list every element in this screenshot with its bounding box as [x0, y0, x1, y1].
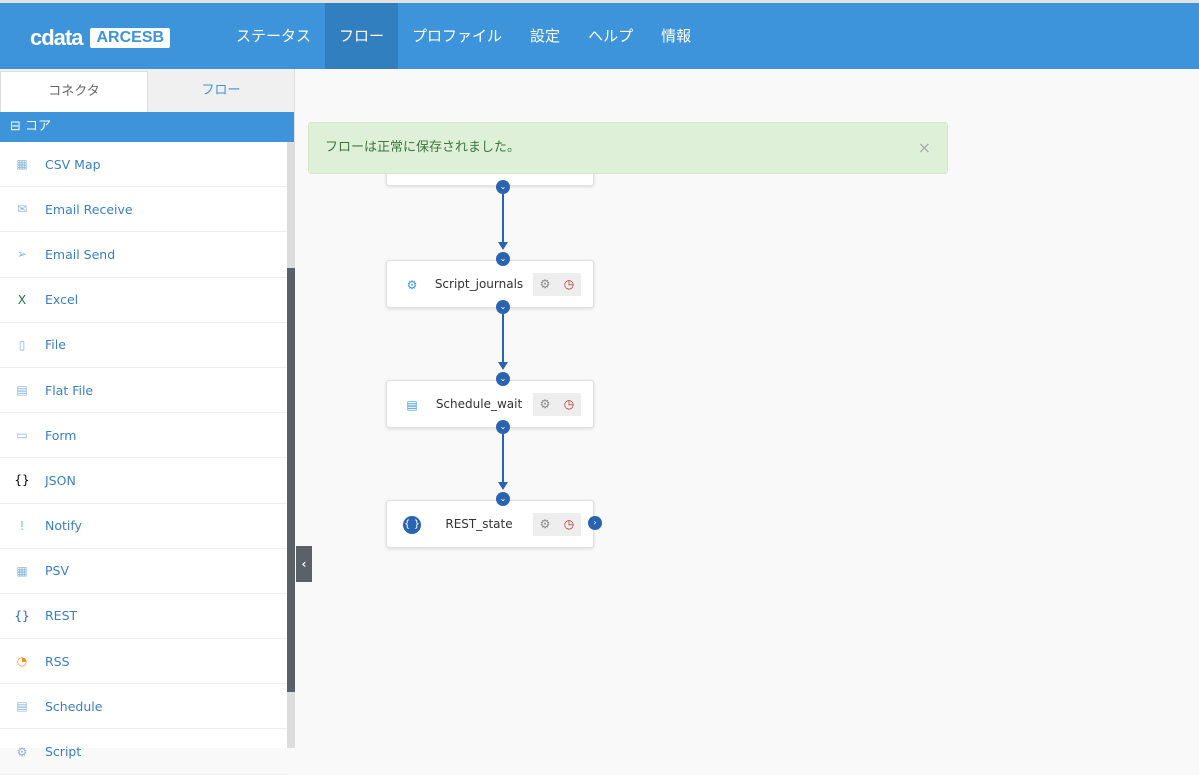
- gear-icon[interactable]: ⚙: [539, 517, 551, 531]
- connector-out-dot[interactable]: ⌄: [496, 300, 510, 314]
- arrow-head: [498, 482, 508, 490]
- notify-icon: !: [19, 518, 25, 533]
- csv-map-icon: ▦: [16, 157, 28, 172]
- nav-flow[interactable]: フロー: [325, 3, 399, 69]
- connector-label: JSON: [45, 472, 76, 488]
- connector-out-dot[interactable]: ⌄: [496, 420, 510, 434]
- connector-item[interactable]: ▭ Form: [0, 413, 287, 459]
- scrollbar[interactable]: [287, 142, 295, 748]
- connector-out-dot[interactable]: ⌄: [496, 180, 510, 194]
- flow-node[interactable]: { } REST_state ⚙ ◷: [386, 500, 594, 548]
- nav-profile[interactable]: プロファイル: [412, 27, 503, 45]
- arrow-head: [498, 362, 508, 370]
- connector-item[interactable]: ▤ Flat File: [0, 368, 287, 414]
- scrollbar-thumb[interactable]: [287, 268, 295, 692]
- nav-help[interactable]: ヘルプ: [588, 27, 634, 45]
- connector-item[interactable]: {} REST: [0, 594, 287, 640]
- file-icon: ▯: [18, 337, 26, 352]
- flow-arrow: [502, 314, 504, 364]
- nav-settings[interactable]: 設定: [530, 27, 561, 45]
- rest-icon: {}: [14, 608, 30, 623]
- connector-label: Email Receive: [45, 201, 133, 217]
- sidebar-tabs: コネクタ フロー: [0, 69, 294, 112]
- connector-item[interactable]: ⚙ Script: [0, 729, 287, 775]
- connector-label: Notify: [45, 518, 82, 534]
- alert-close-button[interactable]: ×: [917, 138, 931, 157]
- email-receive-icon: ✉: [16, 202, 28, 217]
- schedule-icon: ▤: [406, 398, 418, 412]
- connector-item[interactable]: ▦ CSV Map: [0, 142, 287, 188]
- gear-icon[interactable]: ⚙: [539, 277, 551, 291]
- sidebar: コネクタ フロー ⊟ コア ▦ CSV Map ✉ Email Receive ➢ Ema…: [0, 69, 295, 775]
- rss-icon: ◔: [16, 654, 28, 669]
- excel-icon: X: [17, 292, 27, 307]
- psv-icon: ▦: [16, 563, 28, 578]
- connector-label: REST: [45, 608, 78, 624]
- paper-plane-icon: ➢: [16, 247, 28, 262]
- clock-icon[interactable]: ◷: [563, 397, 575, 411]
- connector-item[interactable]: ! Notify: [0, 504, 287, 549]
- connector-label: PSV: [45, 563, 70, 579]
- tab-flows[interactable]: フロー: [201, 83, 241, 98]
- collapse-sidebar-button[interactable]: ‹: [296, 546, 312, 582]
- main-nav: ステータス フロー プロファイル 設定 ヘルプ 情報: [222, 3, 705, 69]
- connector-label: Excel: [45, 292, 79, 308]
- connector-item[interactable]: {} JSON: [0, 458, 287, 504]
- connector-label: Flat File: [45, 382, 94, 398]
- connector-label: Script: [45, 744, 82, 760]
- flow-arrow: [502, 194, 504, 244]
- clock-icon[interactable]: ◷: [563, 277, 575, 291]
- logo-text: cdata: [30, 25, 83, 50]
- connector-label: RSS: [45, 653, 70, 669]
- connector-item[interactable]: ▦ PSV: [0, 549, 287, 594]
- app-header: cdata ARCESB ステータス フロー プロファイル 設定 ヘルプ 情報: [0, 3, 1199, 69]
- alert-message: フローは正常に保存されました。: [325, 140, 521, 155]
- connector-in-dot[interactable]: ⌄: [496, 252, 510, 266]
- connector-item[interactable]: ➢ Email Send: [0, 232, 287, 278]
- connector-item[interactable]: ▯ File: [0, 323, 287, 368]
- nav-status[interactable]: ステータス: [236, 27, 312, 45]
- connector-out-dot[interactable]: ›: [588, 516, 602, 530]
- form-icon: ▭: [16, 428, 28, 443]
- json-icon: {}: [14, 473, 30, 488]
- connector-in-dot[interactable]: ⌄: [496, 372, 510, 386]
- flat-file-icon: ▤: [16, 383, 28, 398]
- connector-label: File: [45, 337, 66, 353]
- logo[interactable]: cdata ARCESB: [30, 25, 171, 51]
- clock-icon[interactable]: ◷: [563, 517, 575, 531]
- schedule-icon: ▤: [16, 699, 28, 714]
- logo-badge: ARCESB: [90, 28, 171, 48]
- top-border: [0, 0, 1199, 3]
- success-alert: フローは正常に保存されました。 ×: [308, 122, 948, 174]
- arrow-head: [498, 242, 508, 250]
- script-icon: ⚙: [16, 744, 28, 759]
- connector-item[interactable]: ✉ Email Receive: [0, 187, 287, 233]
- gear-icon[interactable]: ⚙: [539, 397, 551, 411]
- flow-arrow: [502, 434, 504, 484]
- connector-item[interactable]: X Excel: [0, 278, 287, 323]
- nav-info[interactable]: 情報: [661, 27, 692, 45]
- connector-label: Schedule: [45, 698, 103, 714]
- flow-node[interactable]: ▤ Schedule_wait ⚙ ◷: [386, 380, 594, 428]
- flow-node[interactable]: ⚙ Script_journals ⚙ ◷: [386, 260, 594, 308]
- node-name: Schedule_wait: [435, 397, 523, 411]
- node-name: Script_journals: [434, 277, 524, 291]
- connector-label: Form: [45, 427, 77, 443]
- tab-connectors[interactable]: コネクタ: [0, 71, 148, 112]
- section-core-header[interactable]: ⊟ コア: [0, 112, 294, 142]
- connector-label: CSV Map: [45, 156, 101, 172]
- script-icon: ⚙: [406, 278, 418, 292]
- connector-label: Email Send: [45, 246, 116, 262]
- rest-icon: { }: [401, 514, 423, 536]
- connector-in-dot[interactable]: ⌄: [496, 492, 510, 506]
- connector-item[interactable]: ▤ Schedule: [0, 684, 287, 730]
- node-name: REST_state: [445, 517, 513, 531]
- connector-item[interactable]: ◔ RSS: [0, 639, 287, 685]
